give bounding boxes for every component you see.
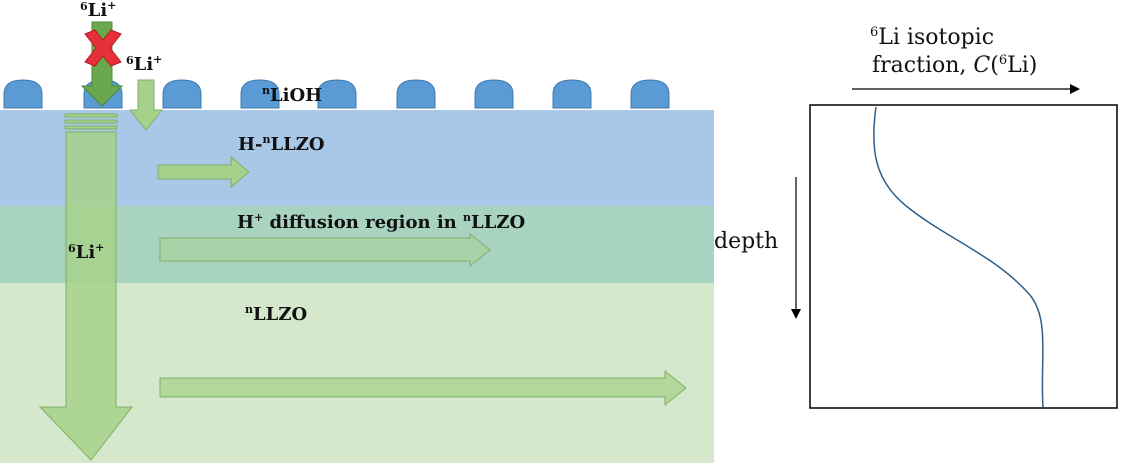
li6-bulk-label: 6Li+ bbox=[68, 241, 104, 263]
lioh-label: nLiOH bbox=[262, 84, 322, 106]
bulk-li6-down-arrow bbox=[38, 131, 134, 461]
lioh-bump bbox=[240, 79, 280, 109]
lioh-bump bbox=[396, 79, 436, 109]
plot-frame bbox=[809, 104, 1118, 409]
lioh-bump bbox=[474, 79, 514, 109]
plot-title-line1: 6Li isotopic bbox=[870, 25, 994, 50]
diffusion-right-arrow bbox=[159, 232, 491, 268]
h-llzo-right-arrow bbox=[157, 155, 250, 189]
plot-title-line2: fraction, C(6Li) bbox=[872, 53, 1037, 78]
entering-li6-arrow bbox=[128, 79, 164, 131]
bulk-right-arrow bbox=[159, 369, 687, 407]
depth-label: depth bbox=[714, 229, 778, 254]
lioh-bump bbox=[162, 79, 202, 109]
isotope-profile-curve bbox=[873, 106, 1044, 408]
li6-side-label: 6Li+ bbox=[126, 53, 162, 75]
li6-top-label: 6Li+ bbox=[80, 0, 116, 21]
lioh-bump bbox=[552, 79, 592, 109]
h-llzo-layer bbox=[0, 110, 714, 206]
surface-bars bbox=[64, 113, 118, 130]
blocked-cross-icon bbox=[84, 29, 122, 67]
lioh-bump bbox=[630, 79, 670, 109]
llzo-label: nLLZO bbox=[245, 303, 307, 325]
diffusion-region-label: H+ diffusion region in nLLZO bbox=[237, 211, 525, 233]
lioh-bump bbox=[3, 79, 43, 109]
lioh-bump bbox=[317, 79, 357, 109]
h-diffusion-layer bbox=[0, 206, 714, 283]
h-llzo-label: H-nLLZO bbox=[238, 133, 325, 155]
depth-axis-arrow bbox=[791, 177, 801, 319]
llzo-bulk-layer bbox=[0, 283, 714, 463]
fraction-axis-arrow bbox=[852, 84, 1080, 94]
